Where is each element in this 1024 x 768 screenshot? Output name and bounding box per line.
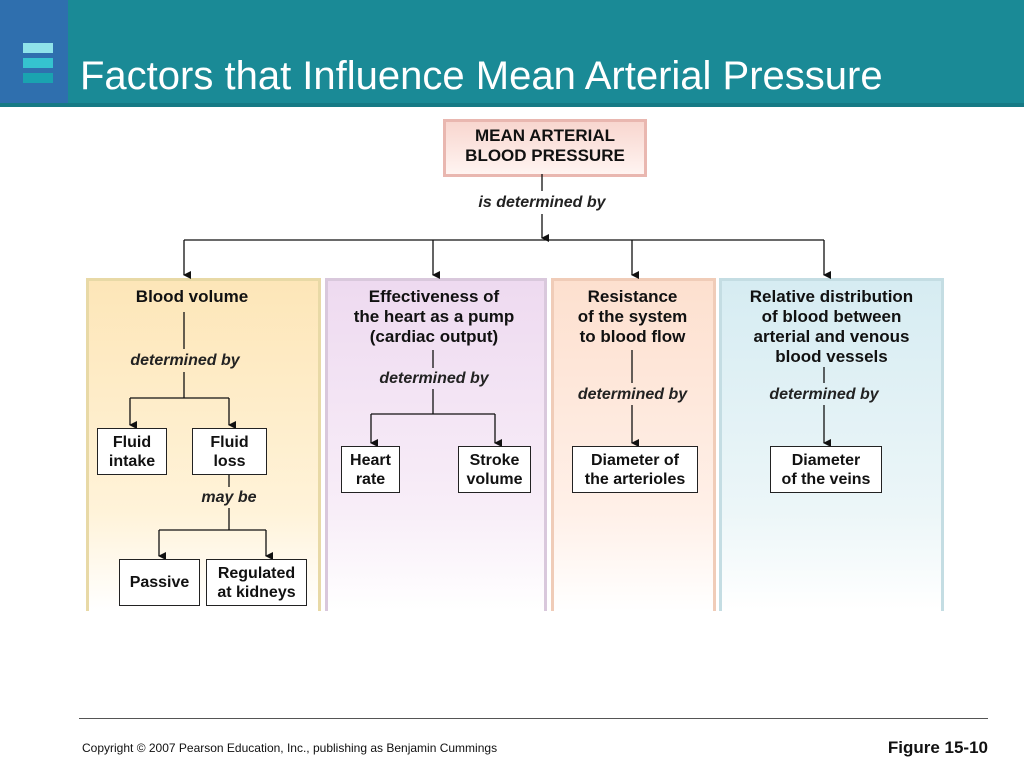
footer-rule xyxy=(79,718,988,719)
resistance-heading-line-2: of the system xyxy=(577,307,688,326)
regulated-line-1: Regulated xyxy=(217,564,296,582)
may-be-link: may be xyxy=(201,489,257,506)
stroke-volume-line-2: volume xyxy=(466,470,523,488)
root-label-line-1: MEAN ARTERIAL xyxy=(474,126,616,145)
fluid-loss-line-1: Fluid xyxy=(210,433,249,451)
fluid-intake-line-1: Fluid xyxy=(112,433,152,451)
copyright-notice: Copyright © 2007 Pearson Education, Inc.… xyxy=(82,741,498,755)
blood-volume-link: determined by xyxy=(130,352,240,369)
blood-distribution-panel xyxy=(719,278,944,611)
resistance-heading-line-1: Resistance xyxy=(587,287,678,306)
passive-box: Passive xyxy=(119,559,200,606)
distribution-heading-line-3: arterial and venous xyxy=(753,327,910,346)
distribution-heading-line-4: blood vessels xyxy=(775,347,888,366)
root-link-label: is determined by xyxy=(478,194,606,211)
root-box xyxy=(443,119,647,177)
logo-bar-top xyxy=(23,43,53,53)
slide-title: Factors that Influence Mean Arterial Pre… xyxy=(80,54,883,98)
veins-line-1: Diameter xyxy=(791,451,861,469)
title-bar-rule xyxy=(0,103,1024,107)
cardiac-output-heading-line-2: the heart as a pump xyxy=(353,307,515,326)
title-bar-accent xyxy=(0,0,68,107)
cardiac-output-heading-line-3: (cardiac output) xyxy=(369,327,499,346)
figure-number: Figure 15-10 xyxy=(887,738,988,757)
resistance-heading-line-3: to blood flow xyxy=(579,327,686,346)
blood-volume-heading: Blood volume xyxy=(135,287,249,306)
title-bar xyxy=(0,0,1024,107)
arterioles-line-2: the arterioles xyxy=(584,470,686,488)
distribution-link: determined by xyxy=(769,386,879,403)
heart-rate-line-2: rate xyxy=(355,470,386,488)
distribution-heading-line-1: Relative distribution xyxy=(749,287,914,306)
passive-label: Passive xyxy=(129,574,190,591)
logo-bar-middle xyxy=(23,58,53,68)
heart-rate-line-1: Heart xyxy=(350,451,391,469)
regulated-line-2: at kidneys xyxy=(217,583,296,601)
cardiac-output-link: determined by xyxy=(379,370,489,387)
stroke-volume-line-1: Stroke xyxy=(469,451,520,469)
cardiac-output-heading-line-1: Effectiveness of xyxy=(368,287,500,306)
logo-bar-bottom xyxy=(23,73,53,83)
fluid-loss-line-2: loss xyxy=(213,452,246,470)
resistance-link: determined by xyxy=(577,386,688,403)
fluid-intake-line-2: intake xyxy=(108,452,156,470)
root-label-line-2: BLOOD PRESSURE xyxy=(465,146,625,165)
arterioles-line-1: Diameter of xyxy=(590,451,679,469)
distribution-heading-line-2: of blood between xyxy=(761,307,902,326)
veins-line-2: of the veins xyxy=(781,470,871,488)
cardiac-output-panel xyxy=(325,278,547,611)
